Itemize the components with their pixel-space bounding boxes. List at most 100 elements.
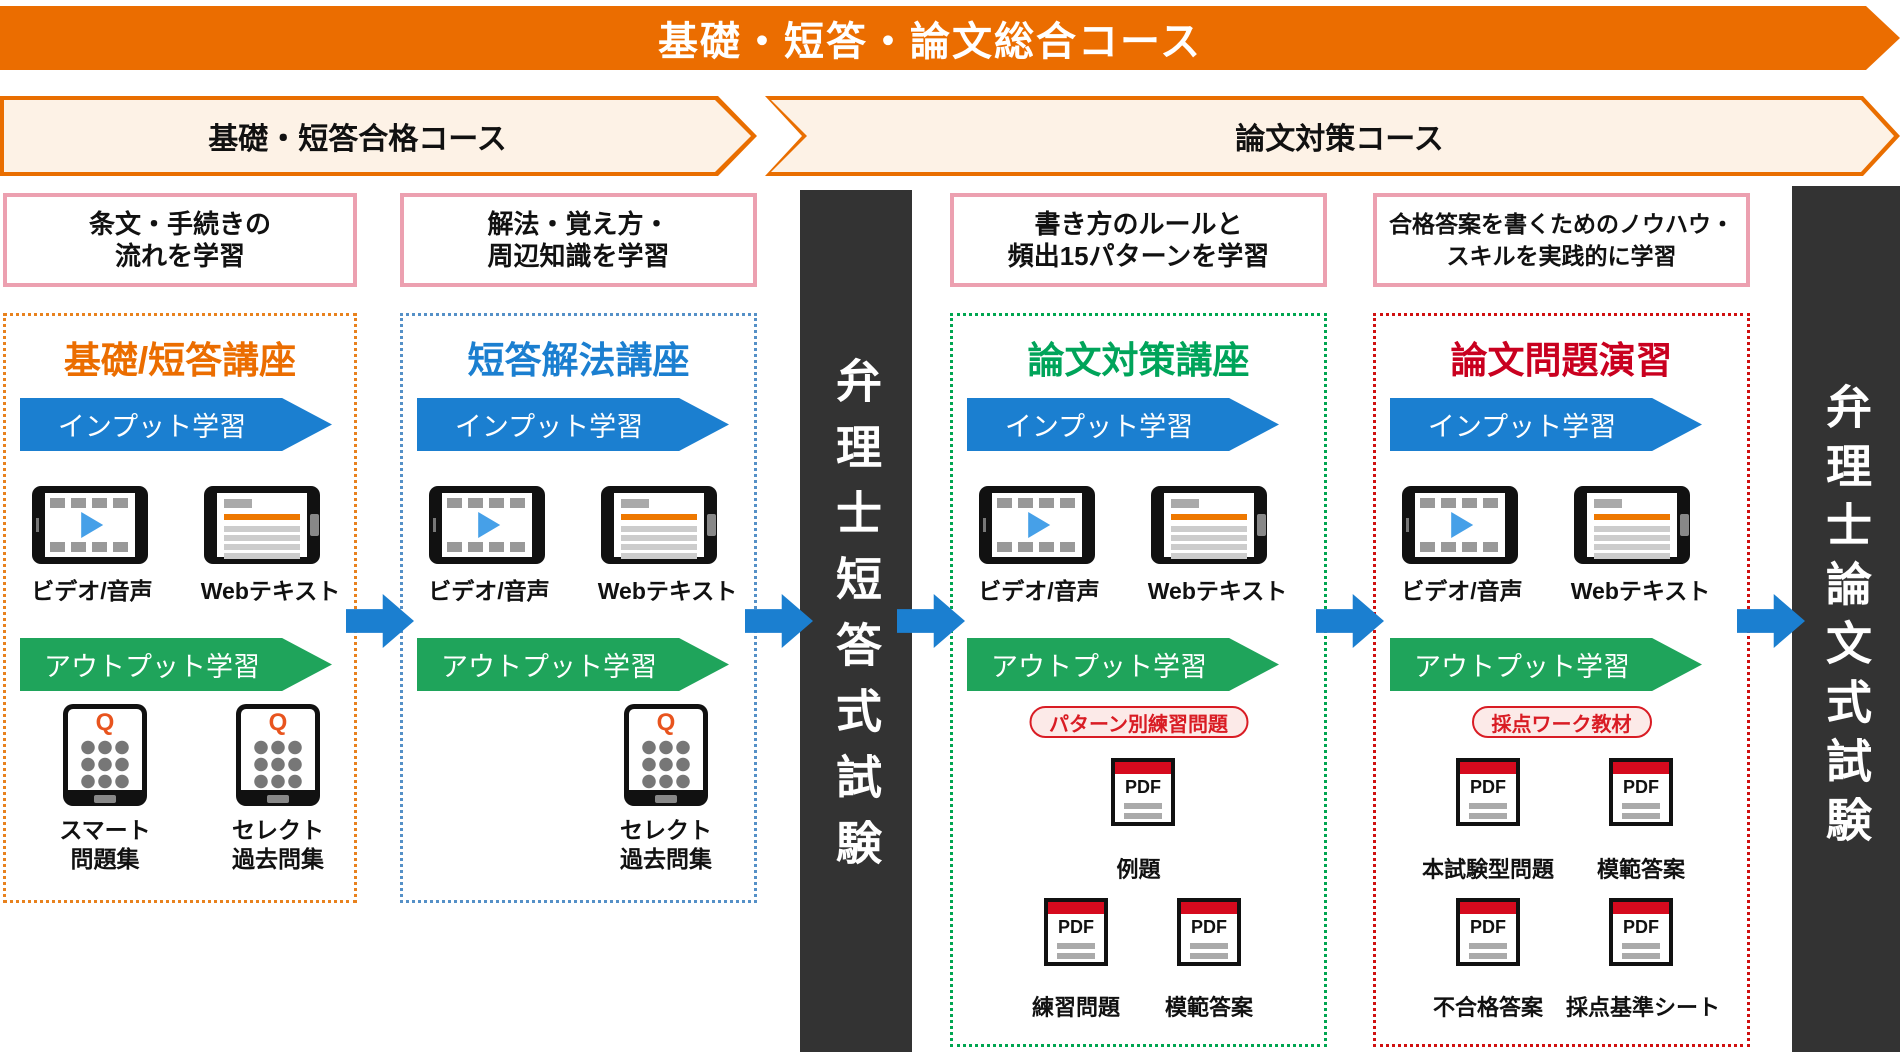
webtext-icon	[1151, 486, 1267, 564]
webtext-screen	[614, 493, 704, 559]
course-title: 基礎/短答講座	[63, 340, 297, 381]
example-label: 例題	[1116, 857, 1161, 882]
output-learning-banner: アウトプット学習	[20, 638, 332, 691]
home-button	[267, 795, 289, 803]
label-line-2: 過去問集	[620, 846, 712, 872]
output-learning-banner: アウトプット学習	[1390, 638, 1702, 691]
text-line	[621, 526, 697, 532]
filmstrip-bottom	[1420, 542, 1500, 552]
tablet-button	[707, 514, 716, 536]
course-box: 基礎/短答講座 インプット学習	[3, 313, 357, 903]
pdf-red-band	[1613, 902, 1669, 914]
home-button	[655, 795, 677, 803]
text-line	[1171, 535, 1247, 541]
pdf-glyph: PDF	[1191, 917, 1227, 937]
video-audio-icon	[1402, 486, 1518, 564]
play-icon	[1028, 512, 1051, 538]
pdf-line	[1469, 803, 1507, 809]
webtext-label: Webテキスト	[1147, 578, 1288, 604]
q-glyph: Q	[656, 709, 676, 736]
goal-line-1: 合格答案を書くためのノウハウ・	[1389, 211, 1734, 237]
pdf-line	[1190, 943, 1228, 949]
pdf-glyph: PDF	[1623, 917, 1659, 937]
pdf-red-band	[1115, 762, 1171, 774]
text-heading-chip	[1594, 499, 1622, 508]
dot-grid	[640, 739, 692, 790]
pdf-line	[1057, 953, 1095, 959]
video-screen	[1415, 493, 1505, 557]
ronbun-exam-bar: 弁理士論文式試験	[1792, 186, 1900, 1052]
pdf-line	[1622, 803, 1660, 809]
text-line	[1594, 526, 1670, 532]
column-ronbun-taisaku-kouza: 書き方のルールと 頻出15パターンを学習 論文対策講座 インプット学習	[950, 193, 1327, 1047]
pdf-icon-model-answer: PDF	[1609, 758, 1673, 826]
output-learning-label: アウトプット学習	[44, 652, 260, 682]
webtext-label: Webテキスト	[1570, 578, 1711, 604]
pdf-line	[1469, 813, 1507, 819]
pdf-glyph: PDF	[1470, 777, 1506, 797]
column-tantou-kaihou-kouza: 解法・覚え方・ 周辺知識を学習 短答解法講座 インプット学習	[400, 193, 757, 903]
smart-question-label: スマート 問題集	[19, 816, 191, 874]
filmstrip-top	[1420, 498, 1500, 508]
text-line	[224, 535, 300, 541]
webtext-icon	[1574, 486, 1690, 564]
pdf-line	[1190, 953, 1228, 959]
video-audio-icon	[979, 486, 1095, 564]
pdf-glyph: PDF	[1125, 777, 1161, 797]
filmstrip-top	[447, 498, 527, 508]
course-title: 短答解法講座	[467, 340, 690, 381]
goal-line-1: 書き方のルールと	[1034, 209, 1243, 239]
pdf-line	[1124, 813, 1162, 819]
video-audio-label: ビデオ/音声	[31, 578, 153, 604]
banner-fill-shape	[4, 100, 751, 172]
scoring-work-badge: 採点ワーク教材	[1471, 706, 1652, 738]
pdf-red-band	[1181, 902, 1237, 914]
pdf-line	[1057, 943, 1095, 949]
select-past-question-app-icon: Q	[236, 704, 320, 806]
course-box: 論文問題演習 インプット学習	[1373, 313, 1750, 1047]
tablet-speaker	[433, 518, 436, 532]
goal-line-1: 条文・手続きの	[88, 209, 271, 239]
input-learning-banner: インプット学習	[1390, 398, 1702, 451]
pdf-icon-model-answer: PDF	[1177, 898, 1241, 966]
output-learning-banner: アウトプット学習	[417, 638, 729, 691]
course-box: 短答解法講座 インプット学習	[400, 313, 757, 903]
filmstrip-bottom	[50, 542, 130, 552]
label-line-2: 問題集	[70, 846, 140, 872]
goal-line-2: 頻出15パターンを学習	[1007, 241, 1270, 271]
input-learning-banner: インプット学習	[417, 398, 729, 451]
input-learning-label: インプット学習	[1004, 412, 1194, 442]
output-learning-label: アウトプット学習	[991, 652, 1207, 682]
text-line	[1594, 553, 1670, 559]
video-audio-icon	[32, 486, 148, 564]
play-icon	[478, 512, 501, 538]
pattern-practice-badge: パターン別練習問題	[1029, 706, 1248, 738]
goal-line-2: 周辺知識を学習	[487, 241, 670, 271]
banner-fill-shape	[771, 100, 1894, 172]
output-learning-label: アウトプット学習	[441, 652, 657, 682]
text-line	[1171, 544, 1247, 550]
failed-answer-label: 不合格答案	[1432, 995, 1543, 1020]
play-icon	[1451, 512, 1474, 538]
text-heading-chip	[621, 499, 649, 508]
video-audio-label: ビデオ/音声	[1401, 578, 1523, 604]
text-line	[621, 553, 697, 559]
goal-line-2: 流れを学習	[114, 241, 245, 271]
text-heading-chip	[1171, 499, 1199, 508]
tantou-exam-bar: 弁理士短答式試験	[800, 190, 912, 1052]
pdf-red-band	[1460, 902, 1516, 914]
exam-type-label: 本試験型問題	[1421, 857, 1554, 882]
text-orange-line	[224, 514, 300, 520]
filmstrip-top	[997, 498, 1077, 508]
pdf-line	[1622, 813, 1660, 819]
video-audio-icon	[429, 486, 545, 564]
webtext-screen	[1164, 493, 1254, 559]
video-audio-label: ビデオ/音声	[978, 578, 1100, 604]
tablet-speaker	[983, 518, 986, 532]
filmstrip-top	[50, 498, 130, 508]
model-answer-label: 模範答案	[1596, 857, 1685, 882]
main-course-banner: 基礎・短答・論文総合コース	[0, 6, 1900, 70]
main-course-title: 基礎・短答・論文総合コース	[658, 20, 1202, 64]
text-line	[224, 553, 300, 559]
